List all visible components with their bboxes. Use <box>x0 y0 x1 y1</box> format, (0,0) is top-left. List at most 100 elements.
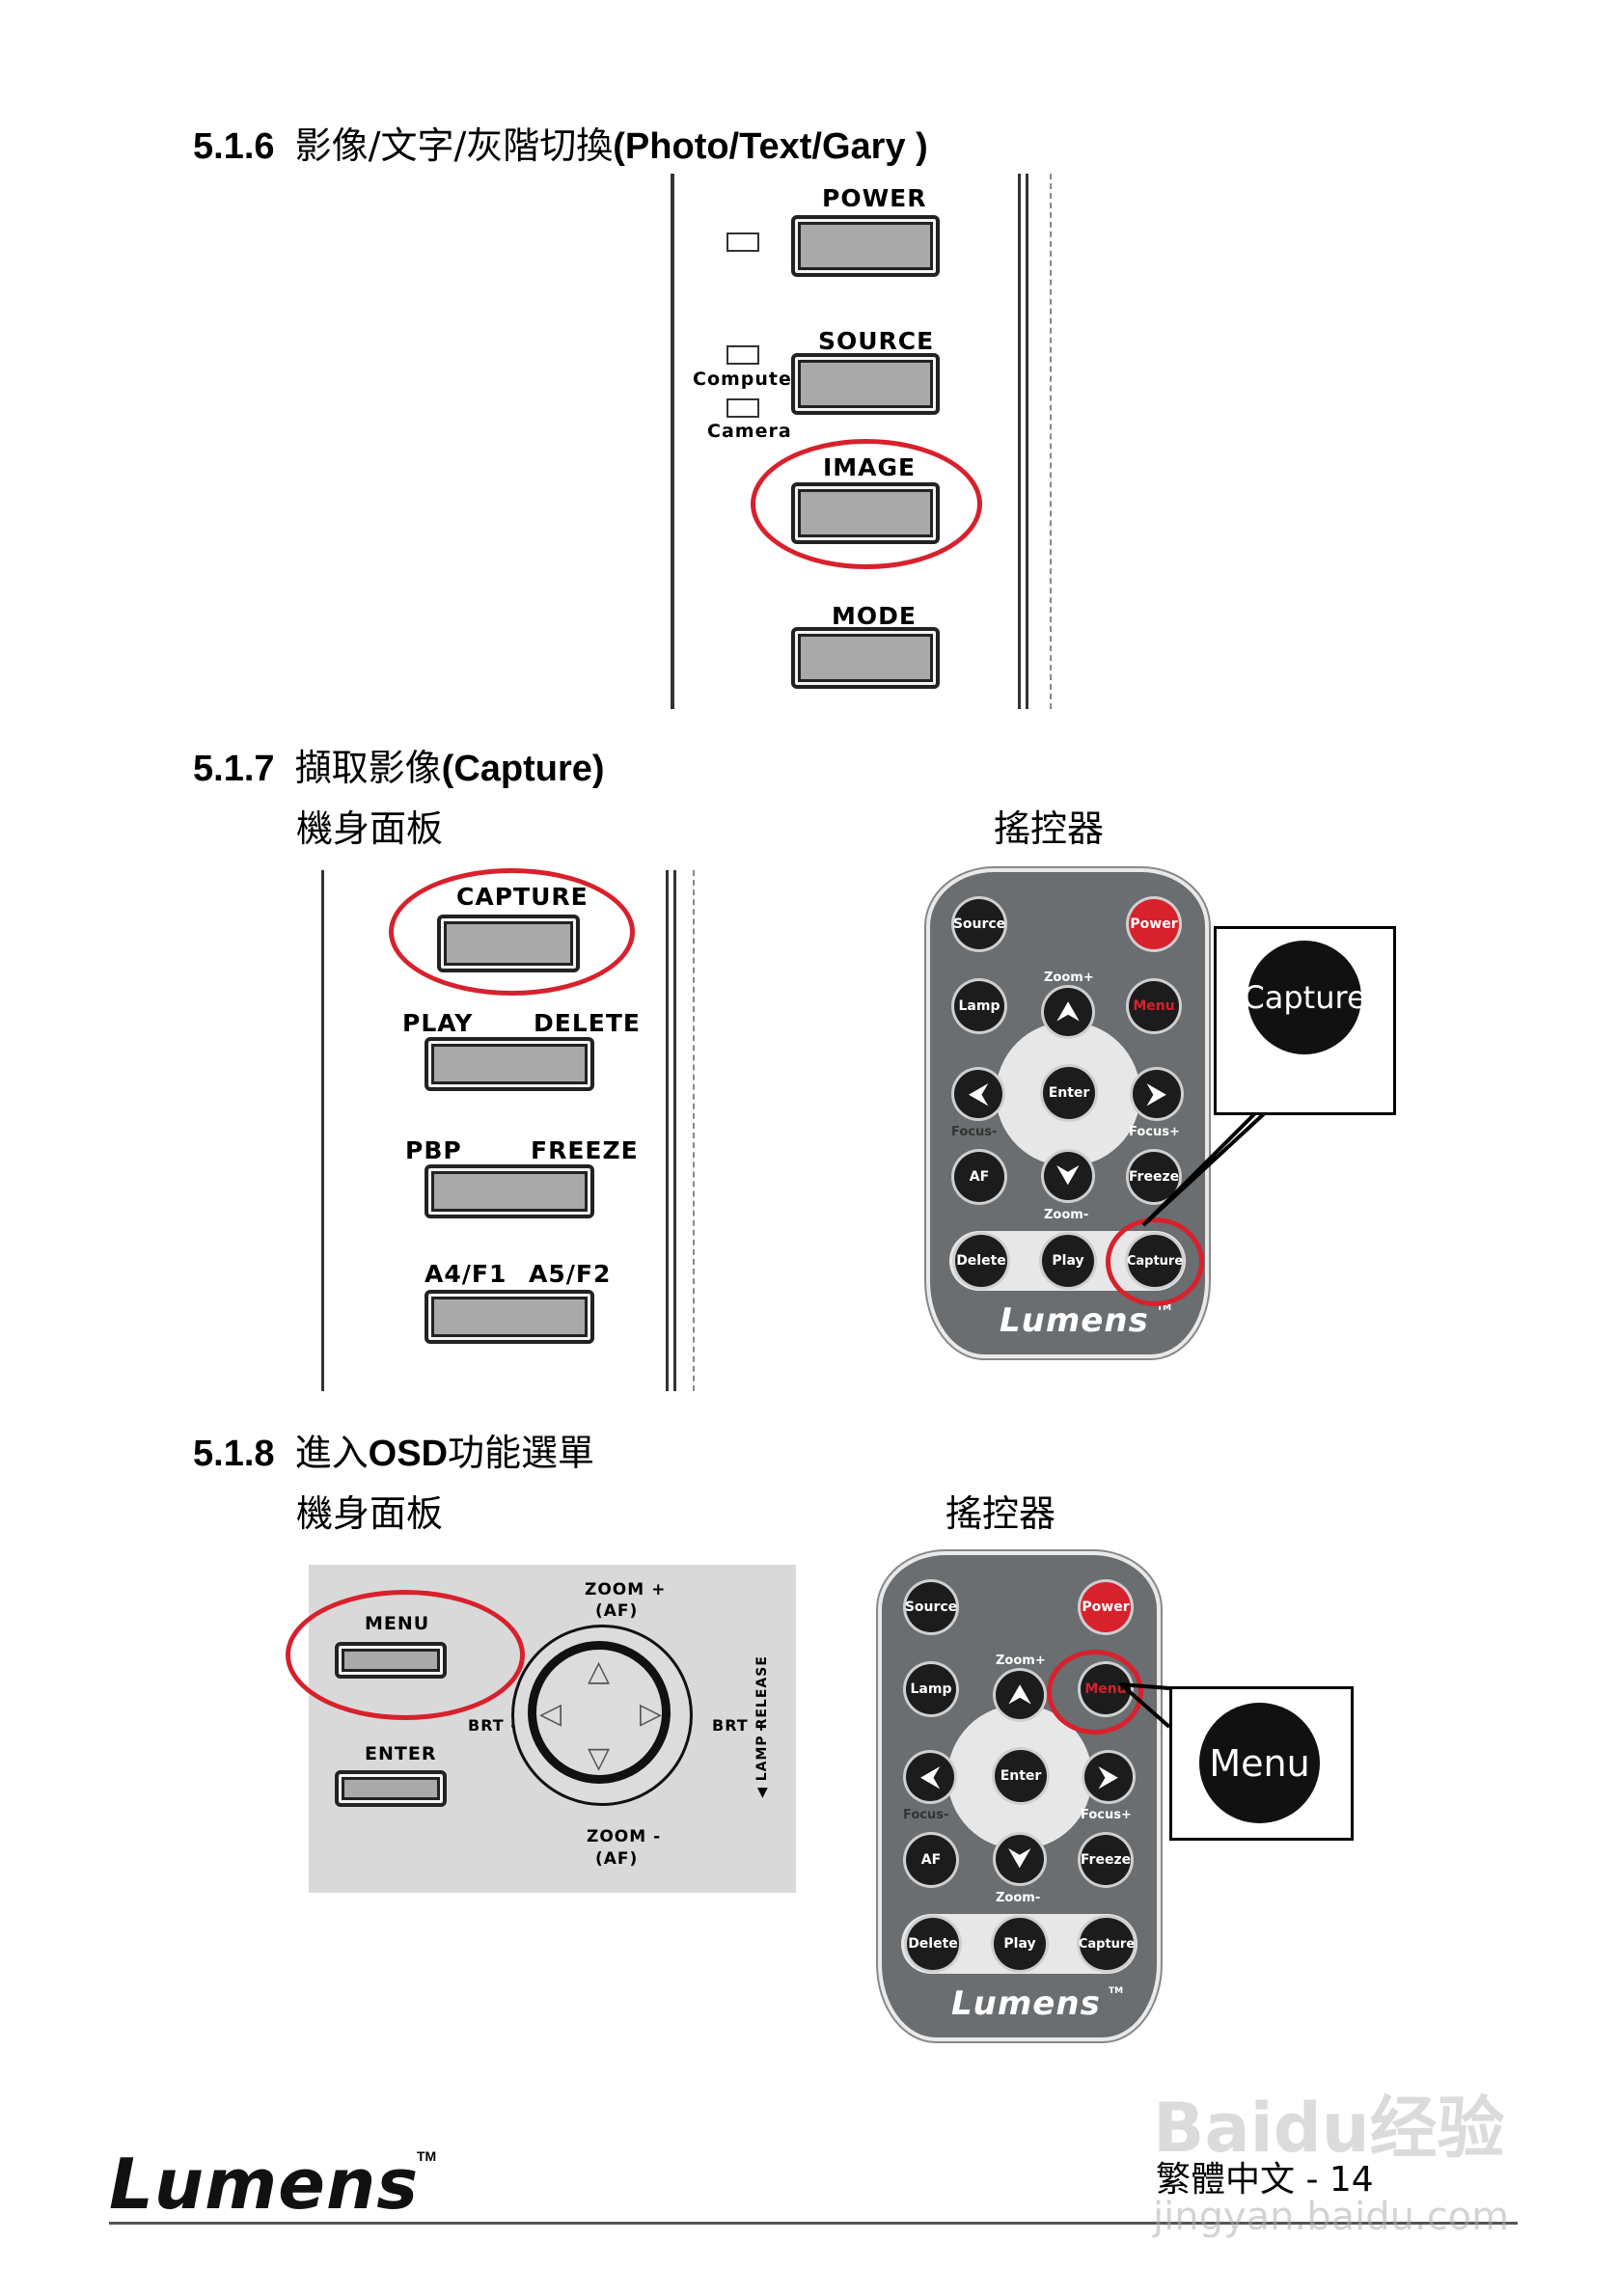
remote-control: Source Power Zoom+ Lamp ⮝ Menu ⮜ Enter ⮞… <box>878 1551 1161 2041</box>
focus-plus-label: Focus+ <box>1129 1125 1180 1139</box>
brt-minus-label: BRT - <box>468 1716 518 1735</box>
capture-highlight-circle <box>389 868 635 996</box>
lamp-button[interactable]: Lamp <box>954 981 1004 1031</box>
remote-brand: Lumens <box>951 1984 1101 2023</box>
pbp-label: PBP <box>405 1136 462 1164</box>
focus-right-icon[interactable]: ⮞ <box>1133 1070 1181 1118</box>
power-led <box>726 232 759 252</box>
baidu-watermark-url: jingyan.baidu.com <box>1153 2195 1510 2239</box>
brt-plus-label: BRT + <box>712 1716 769 1735</box>
footer-lang: 繁體中文 - 14 <box>1156 2151 1374 2201</box>
panel-edge-right2 <box>1026 174 1028 709</box>
panel-edge-right <box>666 870 669 1391</box>
af-button[interactable]: AF <box>954 1152 1004 1202</box>
panel-edge-left <box>321 870 324 1391</box>
enter-button[interactable] <box>335 1770 447 1807</box>
menu-button[interactable]: Menu <box>1129 981 1179 1031</box>
remote-tm: TM <box>1157 1303 1172 1313</box>
camera-led <box>726 398 759 418</box>
footer-page-number: - 14 <box>1305 2160 1374 2200</box>
image-highlight-circle <box>751 439 982 569</box>
section-title-en: (Capture) <box>441 749 605 789</box>
camera-label: Camera <box>707 421 792 442</box>
section-title-cn: 影像/文字/灰階切換 <box>294 124 614 167</box>
source-label: SOURCE <box>818 327 935 355</box>
menu-remote-highlight <box>1047 1650 1143 1735</box>
menu-highlight-circle <box>286 1590 525 1720</box>
enter-label: ENTER <box>365 1743 437 1764</box>
zoom-down-icon[interactable]: ⮟ <box>996 1835 1044 1883</box>
baidu-watermark: Baidu经验 <box>1153 2089 1505 2168</box>
callout-pointer <box>1141 1107 1271 1227</box>
enter-button[interactable]: Enter <box>1043 1067 1095 1119</box>
capture-button[interactable]: Capture <box>1079 1918 1135 1970</box>
zoom-dial[interactable]: △ ▽ ◁ ▷ <box>511 1625 693 1806</box>
footer-tm: TM <box>417 2148 437 2164</box>
focus-minus-label: Focus- <box>903 1808 949 1822</box>
brt-left-icon: ◁ <box>539 1698 562 1730</box>
remote-tm: TM <box>1109 1986 1124 1996</box>
freeze-button[interactable]: Freeze <box>1129 1152 1179 1202</box>
section-title-en: (Photo/Text/Gary ) <box>613 126 928 167</box>
freeze-button[interactable]: Freeze <box>1081 1835 1131 1885</box>
capture-remote-highlight <box>1106 1217 1204 1306</box>
panel-label: 機身面板 <box>296 807 444 850</box>
focus-plus-label: Focus+ <box>1081 1808 1132 1822</box>
computer-label: Computer <box>693 369 803 390</box>
af-button[interactable]: AF <box>906 1835 956 1885</box>
section-5-1-6-heading: 5.1.6 影像/文字/灰階切換(Photo/Text/Gary ) <box>193 116 928 169</box>
section-title-cn2: 功能選單 <box>448 1432 595 1474</box>
panel-edge-right2 <box>673 870 676 1391</box>
power-button[interactable]: Power <box>1081 1582 1131 1632</box>
mode-label: MODE <box>832 602 917 630</box>
footer-lang-text: 繁體中文 <box>1156 2160 1296 2200</box>
section-title-cn: 進入 <box>294 1432 369 1474</box>
section-number: 5.1.8 <box>193 1434 275 1474</box>
power-label: POWER <box>822 184 927 212</box>
computer-led <box>726 345 759 365</box>
panel-label: 機身面板 <box>296 1492 444 1535</box>
panel-edge-dashed <box>693 870 695 1391</box>
play-delete-button[interactable] <box>425 1037 594 1091</box>
lamp-button[interactable]: Lamp <box>906 1664 956 1714</box>
osd-panel: MENU ENTER ZOOM + (AF) ZOOM - (AF) BRT -… <box>309 1565 796 1893</box>
delete-button[interactable]: Delete <box>955 1235 1007 1287</box>
zoom-minus-label: ZOOM - <box>587 1827 662 1846</box>
zoom-minus-label: Zoom- <box>1044 1208 1089 1222</box>
zoom-up-icon[interactable]: ⮝ <box>996 1671 1044 1719</box>
play-button[interactable]: Play <box>994 1918 1046 1970</box>
section-number: 5.1.6 <box>193 126 275 167</box>
delete-label: DELETE <box>534 1009 641 1037</box>
zoom-plus-label: Zoom+ <box>996 1654 1046 1668</box>
power-button[interactable] <box>791 215 940 277</box>
panel-edge-dashed <box>1050 174 1052 709</box>
callout-pointer <box>1119 1681 1171 1729</box>
source-button[interactable]: Source <box>905 1582 957 1632</box>
section-number: 5.1.7 <box>193 749 275 789</box>
play-button[interactable]: Play <box>1042 1235 1094 1287</box>
mode-button[interactable] <box>791 627 940 689</box>
panel-edge-left <box>671 174 674 709</box>
focus-right-icon[interactable]: ⮞ <box>1084 1753 1133 1801</box>
zoom-up-icon[interactable]: ⮝ <box>1044 988 1092 1036</box>
source-button[interactable]: Source <box>953 899 1005 949</box>
focus-minus-label: Focus- <box>951 1125 998 1139</box>
power-button[interactable]: Power <box>1129 899 1179 949</box>
source-button[interactable] <box>791 353 940 415</box>
pbp-freeze-button[interactable] <box>425 1164 594 1218</box>
footer-logo: Lumens <box>109 2144 420 2225</box>
zoom-dial-ring <box>528 1641 671 1784</box>
focus-left-icon[interactable]: ⮜ <box>954 1070 1002 1118</box>
a4-a5-button[interactable] <box>425 1290 594 1344</box>
focus-left-icon[interactable]: ⮜ <box>906 1753 954 1801</box>
enter-button[interactable]: Enter <box>995 1750 1047 1802</box>
remote-brand: Lumens <box>1000 1301 1149 1340</box>
zoom-plus-label: ZOOM + <box>585 1580 667 1599</box>
section-title-cn: 擷取影像 <box>294 747 442 789</box>
section-5-1-7-heading: 5.1.7 擷取影像(Capture) <box>193 738 605 791</box>
zoom-down-icon[interactable]: ⮟ <box>1044 1152 1092 1200</box>
section-title-osd: OSD <box>368 1434 449 1474</box>
zoom-minus-label: Zoom- <box>996 1891 1041 1905</box>
delete-button[interactable]: Delete <box>907 1918 959 1970</box>
af-bottom-label: (AF) <box>595 1849 639 1869</box>
